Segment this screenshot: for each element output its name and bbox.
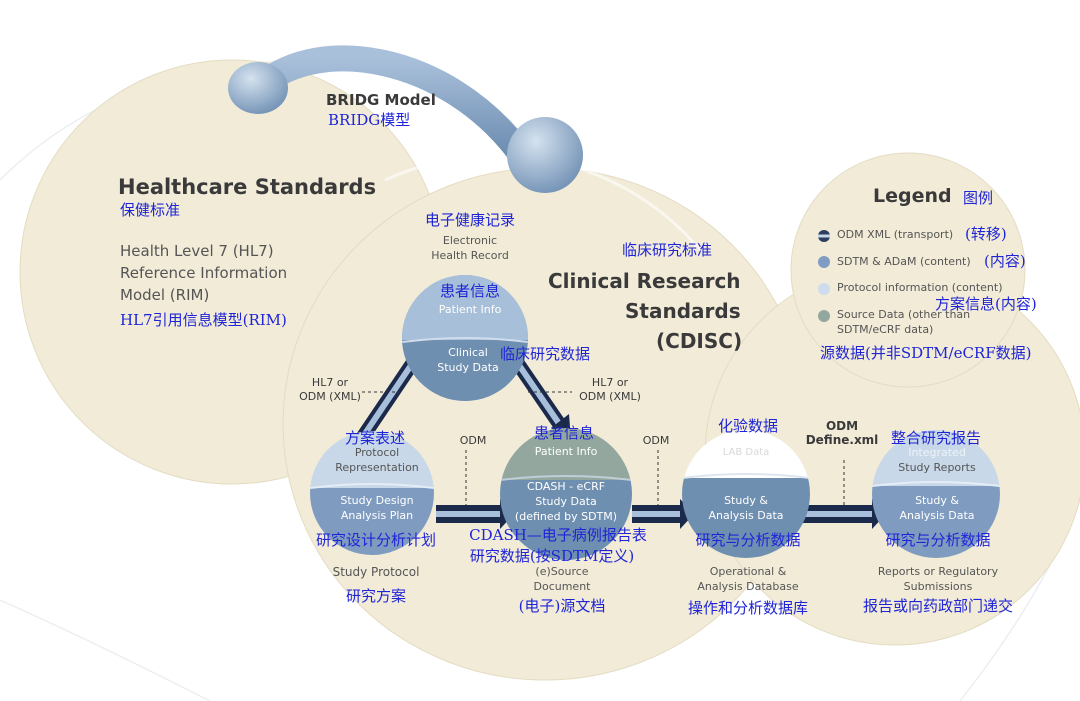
healthcare-title: Healthcare Standards [118, 175, 377, 199]
integrated-cn-top: 整合研究报告 [890, 429, 982, 447]
bridg-title: BRIDG Model [326, 91, 436, 109]
integrated-en-bottom-1: Study & [915, 494, 959, 507]
hl7-right-line-2: ODM (XML) [579, 390, 641, 403]
ehr-cn: 电子健康记录 [424, 211, 516, 229]
clinical-study-line-2: Study Data [437, 361, 499, 374]
odm-label-1: ODM [459, 434, 487, 447]
bridg-arc [249, 45, 531, 163]
lab-en-bottom-2: Analysis Data [708, 509, 784, 522]
crs-cn: 临床研究标准 [622, 241, 713, 259]
cdash-en-bottom-3: (defined by SDTM) [514, 510, 618, 523]
cdash-en-bottom-1: CDASH - eCRF [526, 480, 606, 493]
protocol-caption: Study Protocol [332, 565, 420, 579]
healthcare-line-3: Model (RIM) [120, 286, 210, 304]
healthcare-line-2: Reference Information [120, 264, 288, 282]
integrated-en-top-2: Study Reports [898, 461, 976, 474]
cdash-cn-bottom-1: CDASH—电子病例报告表 [469, 526, 647, 544]
lab-en-bottom-1: Study & [724, 494, 768, 507]
legend-swatches [818, 230, 830, 322]
integrated-cn-bottom: 研究与分析数据 [885, 531, 991, 549]
cdash-cn-bottom-2: 研究数据(按SDTM定义) [469, 547, 635, 565]
hl7-right-line-1: HL7 or [591, 376, 629, 389]
bridg-title-cn: BRIDG模型 [328, 111, 411, 129]
legend-item-source-label: Source Data (other than [837, 308, 971, 321]
legend-item-sdtm-label: SDTM & ADaM (content) [837, 255, 971, 268]
flow-arrows [436, 499, 886, 529]
cdash-en-bottom-2: Study Data [535, 495, 597, 508]
cdash-cn-top: 患者信息 [533, 424, 595, 442]
bridg-right-ball [507, 117, 583, 193]
define-line-1: ODM [825, 419, 859, 433]
protocol-cn-bottom: 研究设计分析计划 [315, 531, 437, 549]
lab-caption-1: Operational & [709, 565, 787, 578]
clinical-study-line-1: Clinical [448, 346, 488, 359]
legend-title: Legend [873, 185, 952, 207]
crs-line-1: Clinical Research [548, 269, 741, 293]
legend-item-sdtm-cn: (内容) [984, 252, 1026, 270]
legend-item-source-label-2: SDTM/eCRF data) [837, 323, 934, 336]
protocol-caption-cn: 研究方案 [345, 587, 407, 605]
integrated-caption-2: Submissions [903, 580, 973, 593]
integrated-en-top-1: Integrated [908, 446, 966, 459]
protocol-en-bottom-2: Analysis Plan [340, 509, 414, 522]
healthcare-title-cn: 保健标准 [120, 201, 181, 219]
dashed-connectors [362, 391, 845, 505]
lab-en-top: LAB Data [722, 447, 770, 458]
cdash-caption-2: Document [533, 580, 591, 593]
legend-swatch-protocol [818, 283, 830, 295]
hl7-left-line-1: HL7 or [311, 376, 349, 389]
legend-swatch-source [818, 310, 830, 322]
protocol-en-top-2: Representation [335, 461, 419, 474]
healthcare-rim-cn: HL7引用信息模型(RIM) [120, 311, 287, 329]
protocol-en-bottom-1: Study Design [340, 494, 414, 507]
legend-title-cn: 图例 [963, 189, 994, 207]
legend-item-protocol-label: Protocol information (content) [837, 281, 1003, 294]
legend-item-source-cn: 源数据(并非SDTM/eCRF数据) [820, 344, 1032, 362]
odm-label-2: ODM [642, 434, 670, 447]
legend-item-odm-label: ODM XML (transport) [837, 228, 954, 241]
patient-top-en: Patient Info [438, 303, 502, 316]
legend-item-protocol-cn: 方案信息(内容) [935, 295, 1037, 313]
healthcare-line-1: Health Level 7 (HL7) [120, 242, 274, 260]
cdash-en-top: Patient Info [534, 445, 598, 458]
bridg-left-ball [228, 62, 288, 114]
clinical-study-cn: 临床研究数据 [500, 345, 591, 363]
integrated-en-bottom-2: Analysis Data [899, 509, 975, 522]
protocol-en-top-1: Protocol [354, 446, 400, 459]
define-line-2: Define.xml [805, 433, 879, 447]
legend-bubble [790, 152, 1026, 388]
cream-bubbles [19, 59, 1080, 681]
crs-line-2: Standards [625, 299, 741, 323]
integrated-caption-1: Reports or Regulatory [877, 565, 999, 578]
ehr-line-2: Health Record [431, 249, 509, 262]
patient-top-cn: 患者信息 [439, 282, 501, 300]
legend-swatch-sdtm [818, 256, 830, 268]
lab-cn-top: 化验数据 [717, 417, 779, 435]
ehr-line-1: Electronic [442, 234, 498, 247]
crs-line-3: (CDISC) [656, 329, 743, 353]
integrated-caption-cn: 报告或向药政部门递交 [862, 597, 1014, 615]
cdash-caption-cn: (电子)源文档 [518, 597, 606, 615]
lab-cn-bottom: 研究与分析数据 [695, 531, 801, 549]
lab-caption-2: Analysis Database [697, 580, 799, 593]
hl7-left-line-2: ODM (XML) [299, 390, 361, 403]
legend-item-odm-cn: (转移) [965, 225, 1007, 243]
lab-caption-cn: 操作和分析数据库 [687, 599, 809, 617]
cdash-caption-1: (e)Source [535, 565, 589, 578]
protocol-cn-top: 方案表述 [344, 429, 406, 447]
